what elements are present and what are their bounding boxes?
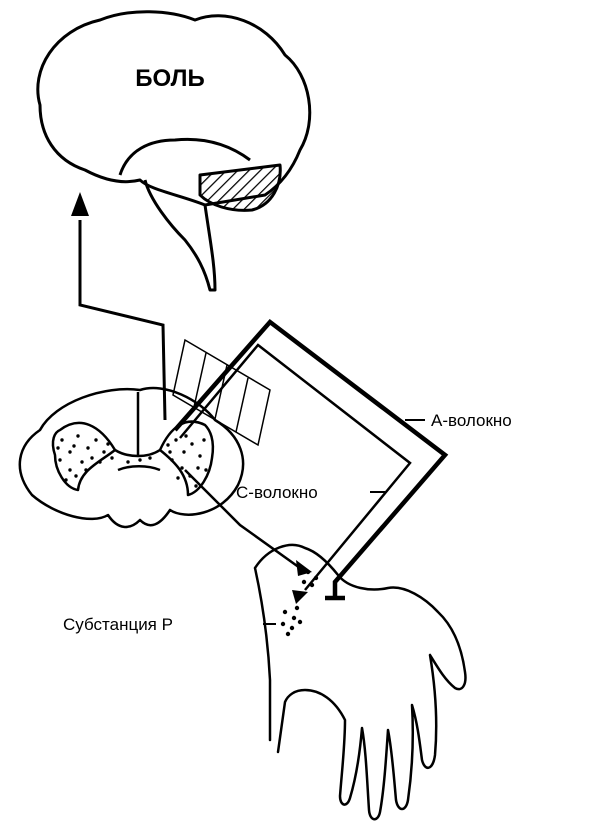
a-fiber-label: А-волокно bbox=[431, 411, 512, 430]
hand bbox=[255, 545, 465, 819]
stipple-dot bbox=[182, 450, 185, 453]
stipple-dot bbox=[74, 474, 77, 477]
stipple-dot bbox=[176, 476, 179, 479]
spinal-cord-outline bbox=[20, 388, 243, 527]
stipple-dot bbox=[170, 458, 173, 461]
stipple-dot bbox=[84, 468, 87, 471]
grey-matter-right bbox=[160, 422, 213, 495]
stipple-dot bbox=[60, 438, 63, 441]
stipple-dot bbox=[86, 446, 89, 449]
stipple-dot bbox=[68, 468, 71, 471]
brain-title: БОЛЬ bbox=[135, 65, 204, 92]
stipple-dot bbox=[110, 456, 113, 459]
hand-outline bbox=[255, 545, 465, 819]
stipple-dot bbox=[90, 456, 93, 459]
stipple-dot bbox=[106, 442, 109, 445]
c-fiber-label: С-волокно bbox=[236, 483, 318, 502]
leader-lines bbox=[263, 420, 425, 624]
ascending-pathway bbox=[71, 192, 165, 420]
stipple-dot bbox=[198, 454, 201, 457]
stipple-dot bbox=[94, 438, 97, 441]
stipple-dot bbox=[168, 450, 171, 453]
stipple-dot bbox=[204, 468, 207, 471]
stipple-dot bbox=[174, 438, 177, 441]
stipple-dot bbox=[76, 434, 79, 437]
stipple-dot bbox=[202, 438, 205, 441]
stipple-dot bbox=[166, 443, 169, 446]
stipple-dot bbox=[98, 460, 101, 463]
up-arrow-icon bbox=[71, 192, 89, 216]
stipple-dot bbox=[138, 458, 141, 461]
stipple-dot bbox=[58, 458, 61, 461]
stipple-dot bbox=[196, 466, 199, 469]
stipple-dot bbox=[64, 478, 67, 481]
stipple-dot bbox=[72, 444, 75, 447]
stipple-dot bbox=[190, 442, 193, 445]
stipple-dot bbox=[56, 446, 59, 449]
spinal-cord bbox=[20, 388, 243, 527]
cerebellum bbox=[200, 165, 280, 210]
arrowhead-icon-2 bbox=[292, 590, 308, 604]
stipple-dot bbox=[68, 450, 71, 453]
stipple-dot bbox=[102, 450, 105, 453]
stipple-dot bbox=[126, 460, 129, 463]
stipple-dot bbox=[194, 484, 197, 487]
grey-matter-left bbox=[53, 423, 115, 490]
stipple-dot bbox=[184, 434, 187, 437]
brain-fold bbox=[120, 139, 250, 175]
stipple-dot bbox=[80, 460, 83, 463]
arrowhead-icon bbox=[296, 560, 312, 576]
stipple-dot bbox=[148, 456, 151, 459]
stipple-dot bbox=[180, 466, 183, 469]
substance-p-label: Субстанция P bbox=[63, 615, 173, 634]
